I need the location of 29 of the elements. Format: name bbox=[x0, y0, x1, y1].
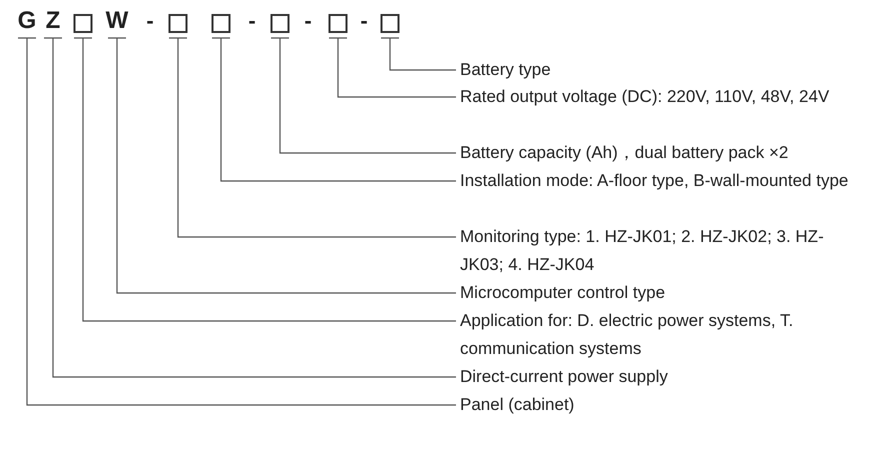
description-text: Battery type bbox=[460, 56, 865, 84]
description-text: Application for: D. electric power systems, T. communication systems bbox=[460, 307, 865, 363]
leader-line bbox=[328, 37, 457, 98]
description-text: Direct-current power supply bbox=[460, 363, 865, 391]
placeholder-box bbox=[74, 14, 92, 33]
separator-dash: - bbox=[248, 8, 256, 34]
code-letter: Z bbox=[46, 8, 60, 34]
code-letter: G bbox=[18, 8, 36, 34]
description-text: Microcomputer control type bbox=[460, 279, 865, 307]
separator-dash: - bbox=[304, 8, 312, 34]
placeholder-box bbox=[328, 14, 348, 33]
description-text: Battery capacity (Ah)，dual battery pack ×2 bbox=[460, 139, 865, 167]
separator-dash: - bbox=[146, 8, 154, 34]
placeholder-box bbox=[380, 14, 400, 33]
leader-line bbox=[73, 37, 457, 322]
separator-dash: - bbox=[360, 8, 368, 34]
placeholder-box bbox=[168, 14, 188, 33]
placeholder-box bbox=[212, 14, 230, 33]
leader-line bbox=[211, 37, 457, 182]
leader-line bbox=[168, 37, 457, 238]
description-text: Panel (cabinet) bbox=[460, 391, 865, 419]
leader-line bbox=[270, 37, 457, 154]
leader-line bbox=[107, 37, 457, 294]
description-text: Monitoring type: 1. HZ-JK01; 2. HZ-JK02; 3. HZ-JK03; 4. HZ-JK04 bbox=[460, 223, 865, 279]
leader-line bbox=[380, 37, 457, 71]
code-letter: W bbox=[106, 8, 128, 34]
description-text: Installation mode: A-floor type, B-wall-mounted type bbox=[460, 167, 865, 195]
placeholder-box bbox=[270, 14, 290, 33]
description-text: Rated output voltage (DC): 220V, 110V, 48V, 24V bbox=[460, 83, 865, 111]
